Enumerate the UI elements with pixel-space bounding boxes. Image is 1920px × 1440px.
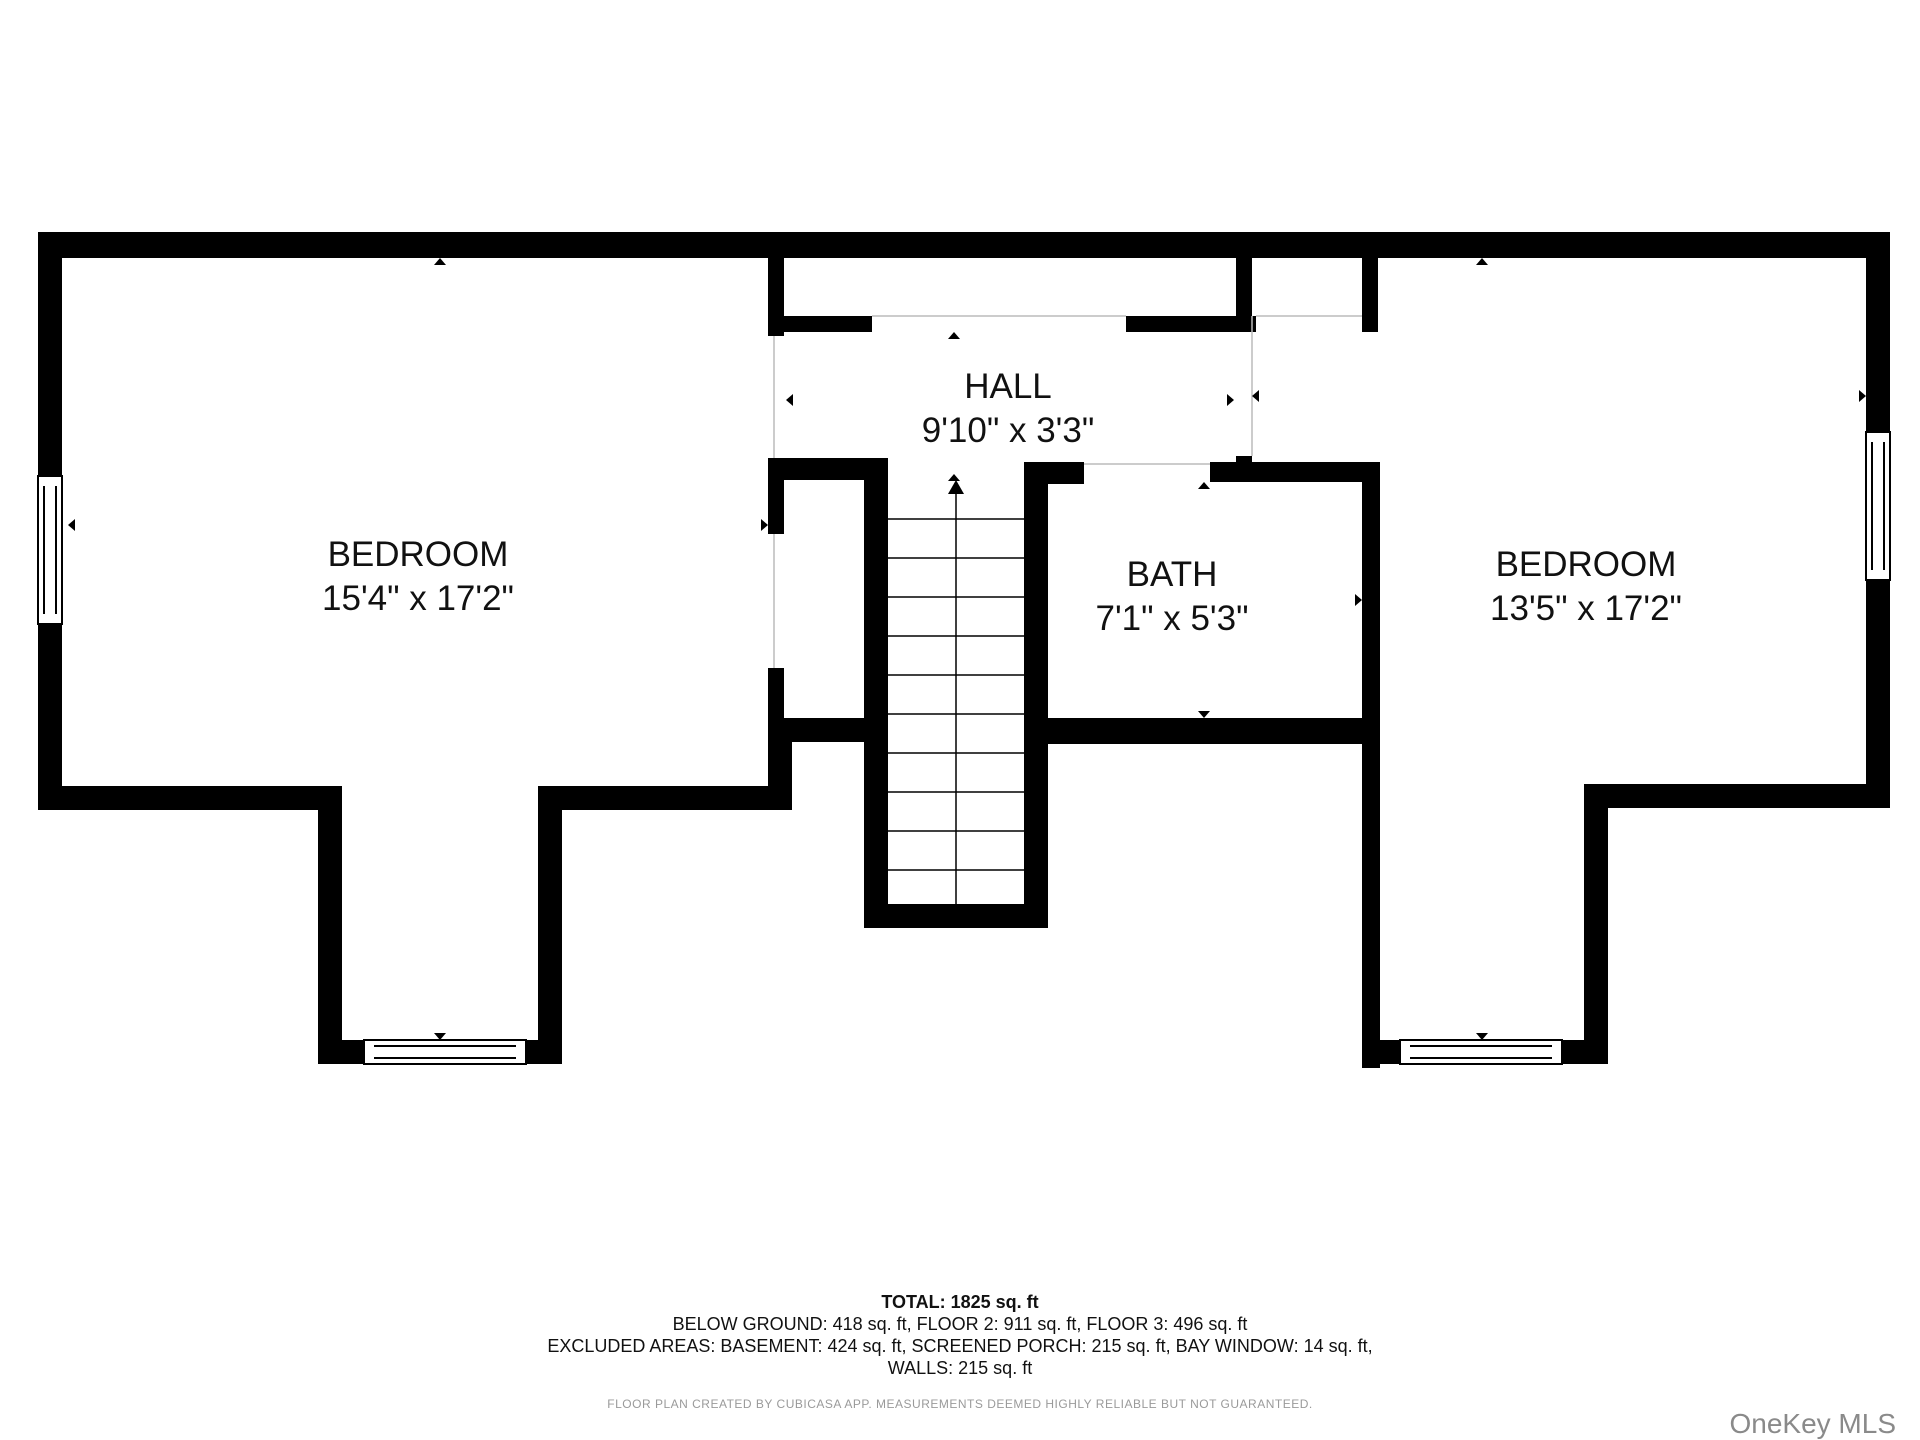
room-dims-bedroom-left: 15'4" x 17'2" <box>322 579 514 618</box>
walls <box>38 232 1890 1068</box>
walls-area: WALLS: 215 sq. ft <box>887 1358 1033 1378</box>
window-bottom-right <box>1399 1039 1563 1065</box>
staircase <box>888 480 1024 904</box>
disclaimer: FLOOR PLAN CREATED BY CUBICASA APP. MEAS… <box>607 1397 1313 1411</box>
window-left <box>37 475 63 625</box>
room-name-bath: BATH <box>1127 555 1218 594</box>
window-right <box>1865 431 1891 581</box>
window-bottom-left <box>363 1039 527 1065</box>
room-labels: BEDROOM 15'4" x 17'2" HALL 9'10" x 3'3" … <box>322 367 1682 638</box>
dimension-markers <box>68 258 1866 1040</box>
excluded-areas: EXCLUDED AREAS: BASEMENT: 424 sq. ft, SC… <box>547 1336 1373 1356</box>
room-name-bedroom-right: BEDROOM <box>1496 545 1677 584</box>
room-dims-bedroom-right: 13'5" x 17'2" <box>1490 589 1682 628</box>
room-name-hall: HALL <box>964 367 1052 406</box>
total-area: TOTAL: 1825 sq. ft <box>881 1292 1039 1312</box>
room-name-bedroom-left: BEDROOM <box>328 535 509 574</box>
watermark-logo: OneKey MLS <box>1729 1408 1896 1439</box>
area-breakdown: BELOW GROUND: 418 sq. ft, FLOOR 2: 911 s… <box>672 1314 1248 1334</box>
stair-direction-arrow-icon <box>948 480 964 494</box>
windows <box>37 431 1891 1065</box>
room-dims-hall: 9'10" x 3'3" <box>922 411 1095 450</box>
openings <box>773 315 1362 668</box>
room-dims-bath: 7'1" x 5'3" <box>1095 599 1248 638</box>
